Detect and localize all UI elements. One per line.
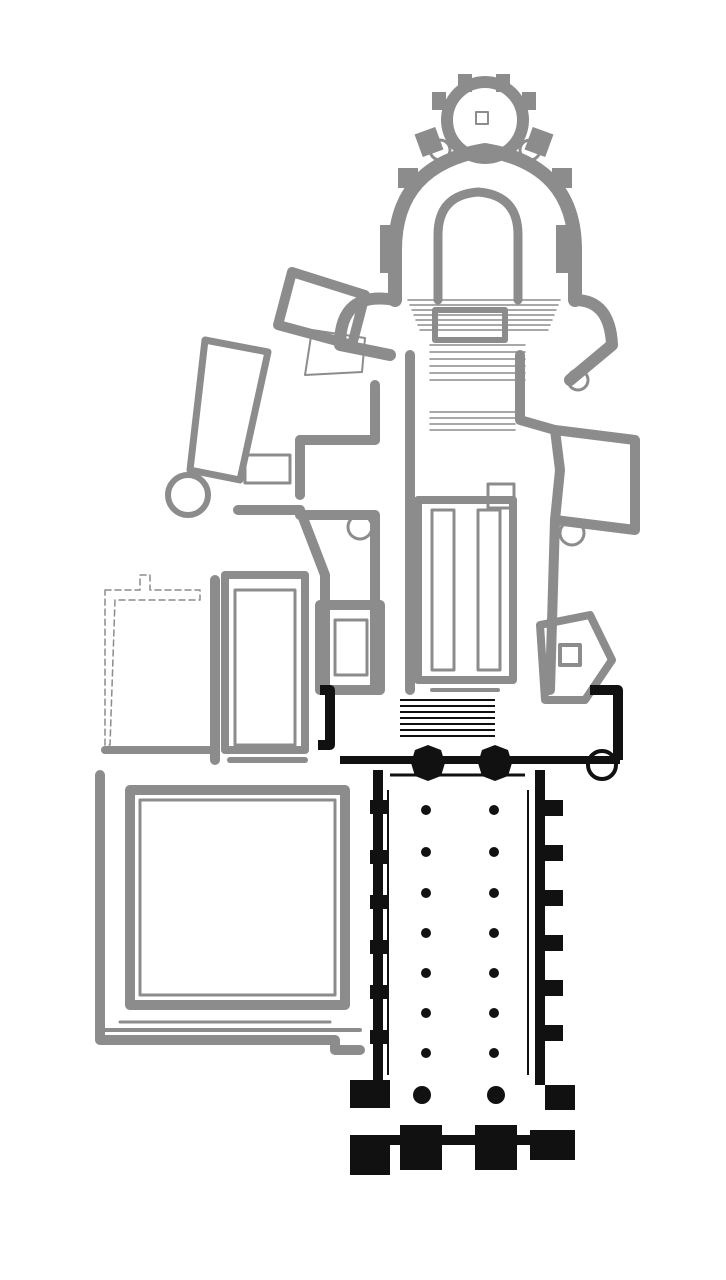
crossing-piers — [411, 745, 512, 781]
south-transept-chapel — [315, 600, 385, 695]
south-east-chapel — [536, 611, 616, 704]
sacristy — [165, 267, 370, 518]
lost-building-outline — [104, 574, 201, 746]
long-hall — [210, 505, 330, 765]
transept — [295, 350, 640, 695]
nave-columns — [413, 805, 505, 1104]
west-facade — [350, 1080, 575, 1175]
cloister — [95, 770, 365, 1055]
earlier-phase-structures — [95, 74, 640, 1055]
later-phase-structures — [318, 685, 623, 1175]
choir-stalls — [414, 482, 517, 692]
altar-platform — [432, 307, 508, 343]
nave-walls — [373, 770, 560, 1145]
apse-chevet — [380, 74, 582, 307]
nave-buttresses — [370, 800, 563, 1044]
choir-stairs — [407, 299, 561, 431]
